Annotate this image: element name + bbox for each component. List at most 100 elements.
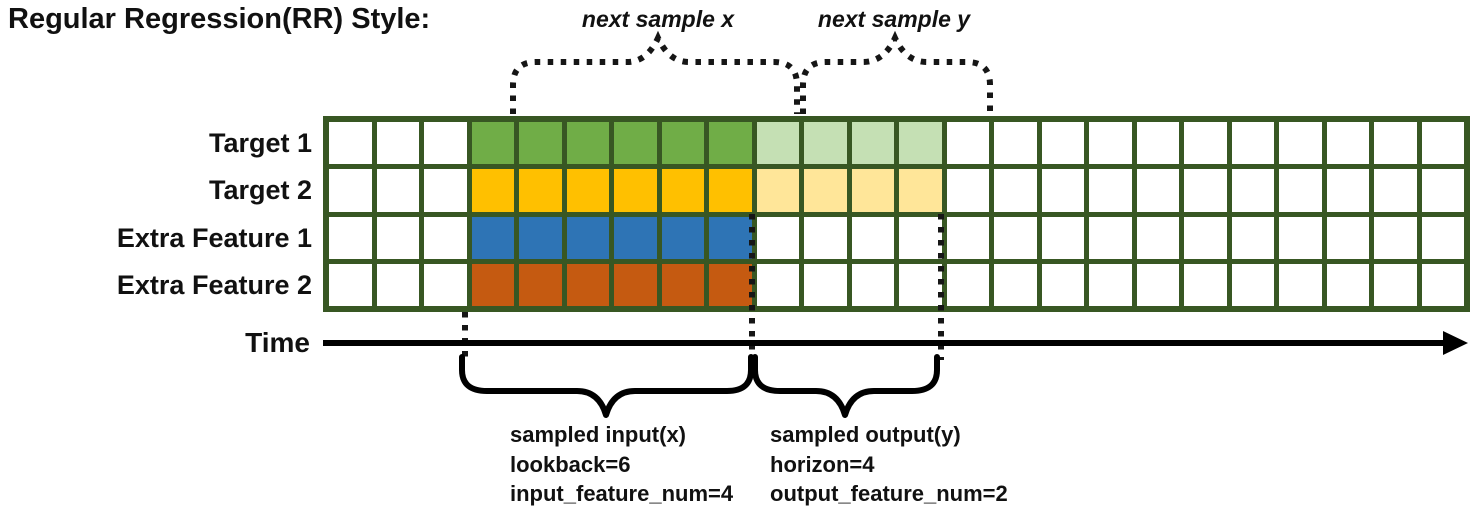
grid-cell bbox=[899, 122, 942, 165]
grid-cell bbox=[1041, 263, 1084, 306]
grid-cell bbox=[614, 216, 657, 259]
grid-cell bbox=[1184, 169, 1227, 212]
next-sample-y-brace bbox=[800, 30, 993, 114]
grid-cell bbox=[1374, 216, 1417, 259]
grid-cell bbox=[1041, 169, 1084, 212]
grid-cell bbox=[1231, 169, 1274, 212]
grid-cell bbox=[519, 216, 562, 259]
grid-cell bbox=[614, 169, 657, 212]
grid-cell bbox=[756, 263, 799, 306]
sampled-input-brace bbox=[459, 354, 754, 418]
sample-grid bbox=[323, 116, 1470, 312]
grid-cell bbox=[946, 122, 989, 165]
sampled-output-brace bbox=[752, 354, 940, 418]
grid-cell bbox=[756, 122, 799, 165]
grid-cell bbox=[661, 169, 704, 212]
grid-cell bbox=[1184, 216, 1227, 259]
grid-cell bbox=[376, 263, 419, 306]
grid-cell bbox=[1231, 263, 1274, 306]
grid-cell bbox=[946, 216, 989, 259]
grid-cell bbox=[1089, 169, 1132, 212]
grid-cell bbox=[471, 169, 514, 212]
sampled-output-annotation: sampled output(y) horizon=4 output_featu… bbox=[770, 420, 1008, 509]
grid-cell bbox=[804, 216, 847, 259]
grid-cell bbox=[1279, 216, 1322, 259]
sampled-output-title: sampled output(y) bbox=[770, 422, 961, 447]
row-label-extra-feature2: Extra Feature 2 bbox=[116, 270, 312, 300]
grid-cell bbox=[709, 216, 752, 259]
grid-cell bbox=[1089, 216, 1132, 259]
grid-cell bbox=[946, 169, 989, 212]
horizon-value: horizon=4 bbox=[770, 451, 875, 477]
grid-cell bbox=[709, 169, 752, 212]
grid-cell bbox=[1136, 122, 1179, 165]
time-axis-label: Time bbox=[245, 327, 310, 358]
grid-cell bbox=[1279, 263, 1322, 306]
grid-cell bbox=[1326, 169, 1369, 212]
grid-cell bbox=[804, 263, 847, 306]
next-sample-y-label: next sample y bbox=[817, 6, 971, 32]
row-label-target2: Target 2 bbox=[208, 175, 312, 205]
grid-cell bbox=[566, 263, 609, 306]
grid-cell bbox=[424, 169, 467, 212]
grid-cell bbox=[1279, 122, 1322, 165]
grid-cell bbox=[994, 122, 1037, 165]
next-sample-x-label: next sample x bbox=[581, 6, 735, 32]
input-feature-num-value: input_feature_num=4 bbox=[510, 481, 734, 506]
grid-cell bbox=[994, 169, 1037, 212]
grid-cell bbox=[471, 122, 514, 165]
grid-cell bbox=[566, 216, 609, 259]
grid-cell bbox=[1421, 216, 1464, 259]
row-label-extra-feature1: Extra Feature 1 bbox=[116, 223, 312, 253]
grid-cell bbox=[1326, 122, 1369, 165]
grid-cell bbox=[329, 263, 372, 306]
time-axis-arrowhead bbox=[1443, 331, 1468, 355]
grid-cell bbox=[994, 263, 1037, 306]
grid-cell bbox=[756, 169, 799, 212]
grid-cell bbox=[804, 169, 847, 212]
lookback-value: lookback=6 bbox=[510, 451, 631, 477]
grid-cell bbox=[519, 263, 562, 306]
sampled-input-annotation: sampled input(x) lookback=6 input_featur… bbox=[510, 420, 733, 509]
grid-cell bbox=[376, 169, 419, 212]
grid-cell bbox=[471, 216, 514, 259]
grid-cell bbox=[376, 122, 419, 165]
grid-cell bbox=[1421, 263, 1464, 306]
grid-cell bbox=[1374, 169, 1417, 212]
grid-cell bbox=[1184, 263, 1227, 306]
grid-cell bbox=[899, 216, 942, 259]
grid-cell bbox=[519, 169, 562, 212]
grid-cell bbox=[566, 169, 609, 212]
grid-cell bbox=[851, 263, 894, 306]
grid-cell bbox=[1041, 216, 1084, 259]
next-sample-x-brace bbox=[510, 30, 800, 114]
grid-cell bbox=[1279, 169, 1322, 212]
grid-cell bbox=[614, 122, 657, 165]
grid-cell bbox=[1089, 263, 1132, 306]
grid-cell bbox=[424, 216, 467, 259]
grid-cell bbox=[329, 169, 372, 212]
grid-cell bbox=[804, 122, 847, 165]
grid-cell bbox=[329, 122, 372, 165]
grid-cell bbox=[424, 122, 467, 165]
grid-cell bbox=[1136, 169, 1179, 212]
grid-cell bbox=[946, 263, 989, 306]
grid-cell bbox=[661, 263, 704, 306]
grid-cell bbox=[519, 122, 562, 165]
grid-cell bbox=[709, 122, 752, 165]
row-label-target1: Target 1 bbox=[208, 128, 312, 158]
grid-cell bbox=[1374, 122, 1417, 165]
grid-cell bbox=[1326, 216, 1369, 259]
grid-cell bbox=[1089, 122, 1132, 165]
grid-cell bbox=[1184, 122, 1227, 165]
grid-cell bbox=[1421, 122, 1464, 165]
grid-cell bbox=[756, 216, 799, 259]
grid-cell bbox=[899, 169, 942, 212]
grid-cell bbox=[661, 122, 704, 165]
sampled-input-title: sampled input(x) bbox=[510, 422, 687, 447]
grid-cell bbox=[661, 216, 704, 259]
grid-cell bbox=[614, 263, 657, 306]
grid-cell bbox=[1421, 169, 1464, 212]
grid-cell bbox=[851, 169, 894, 212]
